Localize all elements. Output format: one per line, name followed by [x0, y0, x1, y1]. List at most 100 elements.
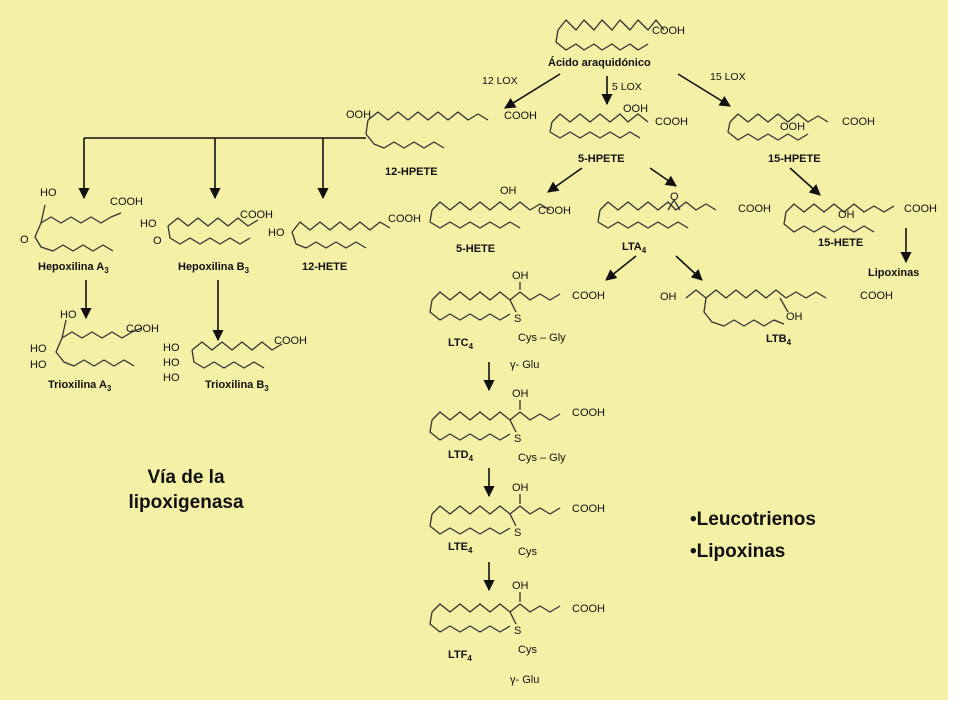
arachidonic-acid-structure: COOH: [555, 19, 685, 51]
label-ltf4: LTF4: [448, 649, 472, 663]
group-ho: HO: [60, 309, 77, 321]
group-cooh: COOH: [738, 203, 771, 215]
label-lta4: LTA4: [622, 241, 647, 255]
pathway-title-line-2: lipoxigenasa: [128, 492, 244, 513]
enzyme-15-lox: 15 LOX: [710, 71, 746, 83]
group-ho: HO: [140, 218, 157, 230]
label-5-hpete: 5-HPETE: [578, 153, 624, 165]
group-cooh: COOH: [504, 110, 537, 122]
group-ho: HO: [30, 359, 47, 371]
group-cooh: COOH: [572, 407, 605, 419]
label-ltd4: LTD4: [448, 449, 474, 463]
group-s: S: [514, 625, 521, 637]
group-o: O: [20, 234, 29, 246]
group-oh: OH: [512, 580, 529, 592]
lipoxygenase-pathway-diagram: COOH Ácido araquidónico 12 LOX 5 LOX 15 …: [20, 19, 937, 686]
arrow-to-12-hpete: [504, 73, 561, 109]
label-hepoxilin-b3: Hepoxilina B3: [178, 261, 250, 275]
arrow-to-5-hete: [547, 167, 583, 193]
label-trioxilin-b3: Trioxilina B3: [205, 379, 269, 393]
group-cys-gly: Cys – Gly: [518, 452, 566, 464]
trioxilin-a3-structure: HO COOH HO HO: [30, 309, 159, 371]
group-cooh: COOH: [655, 116, 688, 128]
ltd4-structure: OH COOH S Cys – Gly: [429, 388, 605, 464]
pathway-title: Vía de la lipoxigenasa: [96, 465, 276, 515]
label-5-hete: 5-HETE: [456, 243, 495, 255]
group-s: S: [514, 313, 521, 325]
group-cooh: COOH: [274, 335, 307, 347]
lta4-structure: O COOH: [597, 191, 771, 229]
group-cys-gly: Cys – Gly: [518, 332, 566, 344]
group-oh: OH: [838, 209, 855, 221]
12-hete-structure: HO COOH: [268, 213, 421, 249]
arrow-to-ltc4: [605, 255, 637, 281]
group-cooh: COOH: [842, 116, 875, 128]
group-ho: HO: [40, 187, 57, 199]
5-hete-structure: OH COOH: [429, 185, 571, 229]
group-glu: γ- Glu: [510, 674, 539, 686]
hepoxilin-b3-structure: HO COOH O: [140, 209, 273, 247]
bullet-lipoxinas: Lipoxinas: [690, 536, 816, 568]
group-ooh: OOH: [346, 109, 371, 121]
label-lte4: LTE4: [448, 541, 473, 555]
group-cooh: COOH: [126, 323, 159, 335]
bullet-list: Leucotrienos Lipoxinas: [690, 504, 816, 568]
label-trioxilin-a3: Trioxilina A3: [48, 379, 112, 393]
group-ooh: OOH: [623, 103, 648, 115]
pathway-title-line-1: Vía de la: [147, 467, 225, 488]
group-s: S: [514, 433, 521, 445]
ltb4-structure: OH COOH OH: [660, 289, 893, 327]
hepoxilin-a3-structure: HO COOH O: [20, 187, 143, 252]
label-arachidonic-acid: Ácido araquidónico: [548, 56, 651, 69]
label-12-hpete: 12-HPETE: [385, 166, 438, 178]
arrow-to-15-hpete: [677, 73, 731, 107]
group-ho: HO: [163, 357, 180, 369]
group-oh: OH: [512, 482, 529, 494]
group-cooh: COOH: [572, 290, 605, 302]
label-ltb4: LTB4: [766, 333, 792, 347]
ltc4-structure: OH COOH S Cys – Gly γ- Glu: [429, 270, 605, 371]
group-oh: OH: [786, 311, 803, 323]
group-cooh: COOH: [652, 25, 685, 37]
group-cys: Cys: [518, 644, 537, 656]
ltf4-structure: OH COOH S Cys γ- Glu: [429, 580, 605, 686]
group-s: S: [514, 527, 521, 539]
label-15-hpete: 15-HPETE: [768, 153, 821, 165]
group-o: O: [153, 235, 162, 247]
label-hepoxilin-a3: Hepoxilina A3: [38, 261, 109, 275]
group-cooh: COOH: [572, 603, 605, 615]
group-oh: OH: [512, 388, 529, 400]
15-hpete-structure: OOH COOH: [727, 113, 875, 141]
enzyme-12-lox: 12 LOX: [482, 75, 518, 87]
group-ho: HO: [163, 342, 180, 354]
group-ho: HO: [30, 343, 47, 355]
trioxilin-b3-structure: COOH HO HO HO: [163, 335, 307, 384]
arrow-to-15-hete: [789, 167, 821, 196]
label-ltc4: LTC4: [448, 337, 474, 351]
5-hpete-structure: OOH COOH: [549, 103, 688, 139]
group-cooh: COOH: [572, 503, 605, 515]
arrow-to-lta4: [649, 167, 677, 187]
enzyme-5-lox: 5 LOX: [612, 81, 642, 93]
12-hpete-structure: OOH COOH: [346, 109, 537, 149]
group-glu: γ- Glu: [510, 359, 539, 371]
label-12-hete: 12-HETE: [302, 261, 347, 273]
label-lipoxinas: Lipoxinas: [868, 267, 919, 279]
bullet-leucotrienos: Leucotrienos: [690, 504, 816, 536]
group-ho: HO: [268, 227, 285, 239]
group-cooh: COOH: [538, 205, 571, 217]
15-hete-structure: OH COOH: [783, 203, 937, 233]
group-oh: OH: [512, 270, 529, 282]
group-cooh: COOH: [110, 196, 143, 208]
label-15-hete: 15-HETE: [818, 237, 863, 249]
lte4-structure: OH COOH S Cys: [429, 482, 605, 558]
group-cooh: COOH: [860, 290, 893, 302]
arrow-to-ltb4: [675, 255, 703, 281]
group-ho: HO: [163, 372, 180, 384]
group-ooh: OOH: [780, 121, 805, 133]
group-oh: OH: [500, 185, 517, 197]
group-o: O: [670, 191, 679, 203]
group-cooh: COOH: [904, 203, 937, 215]
group-cooh: COOH: [240, 209, 273, 221]
